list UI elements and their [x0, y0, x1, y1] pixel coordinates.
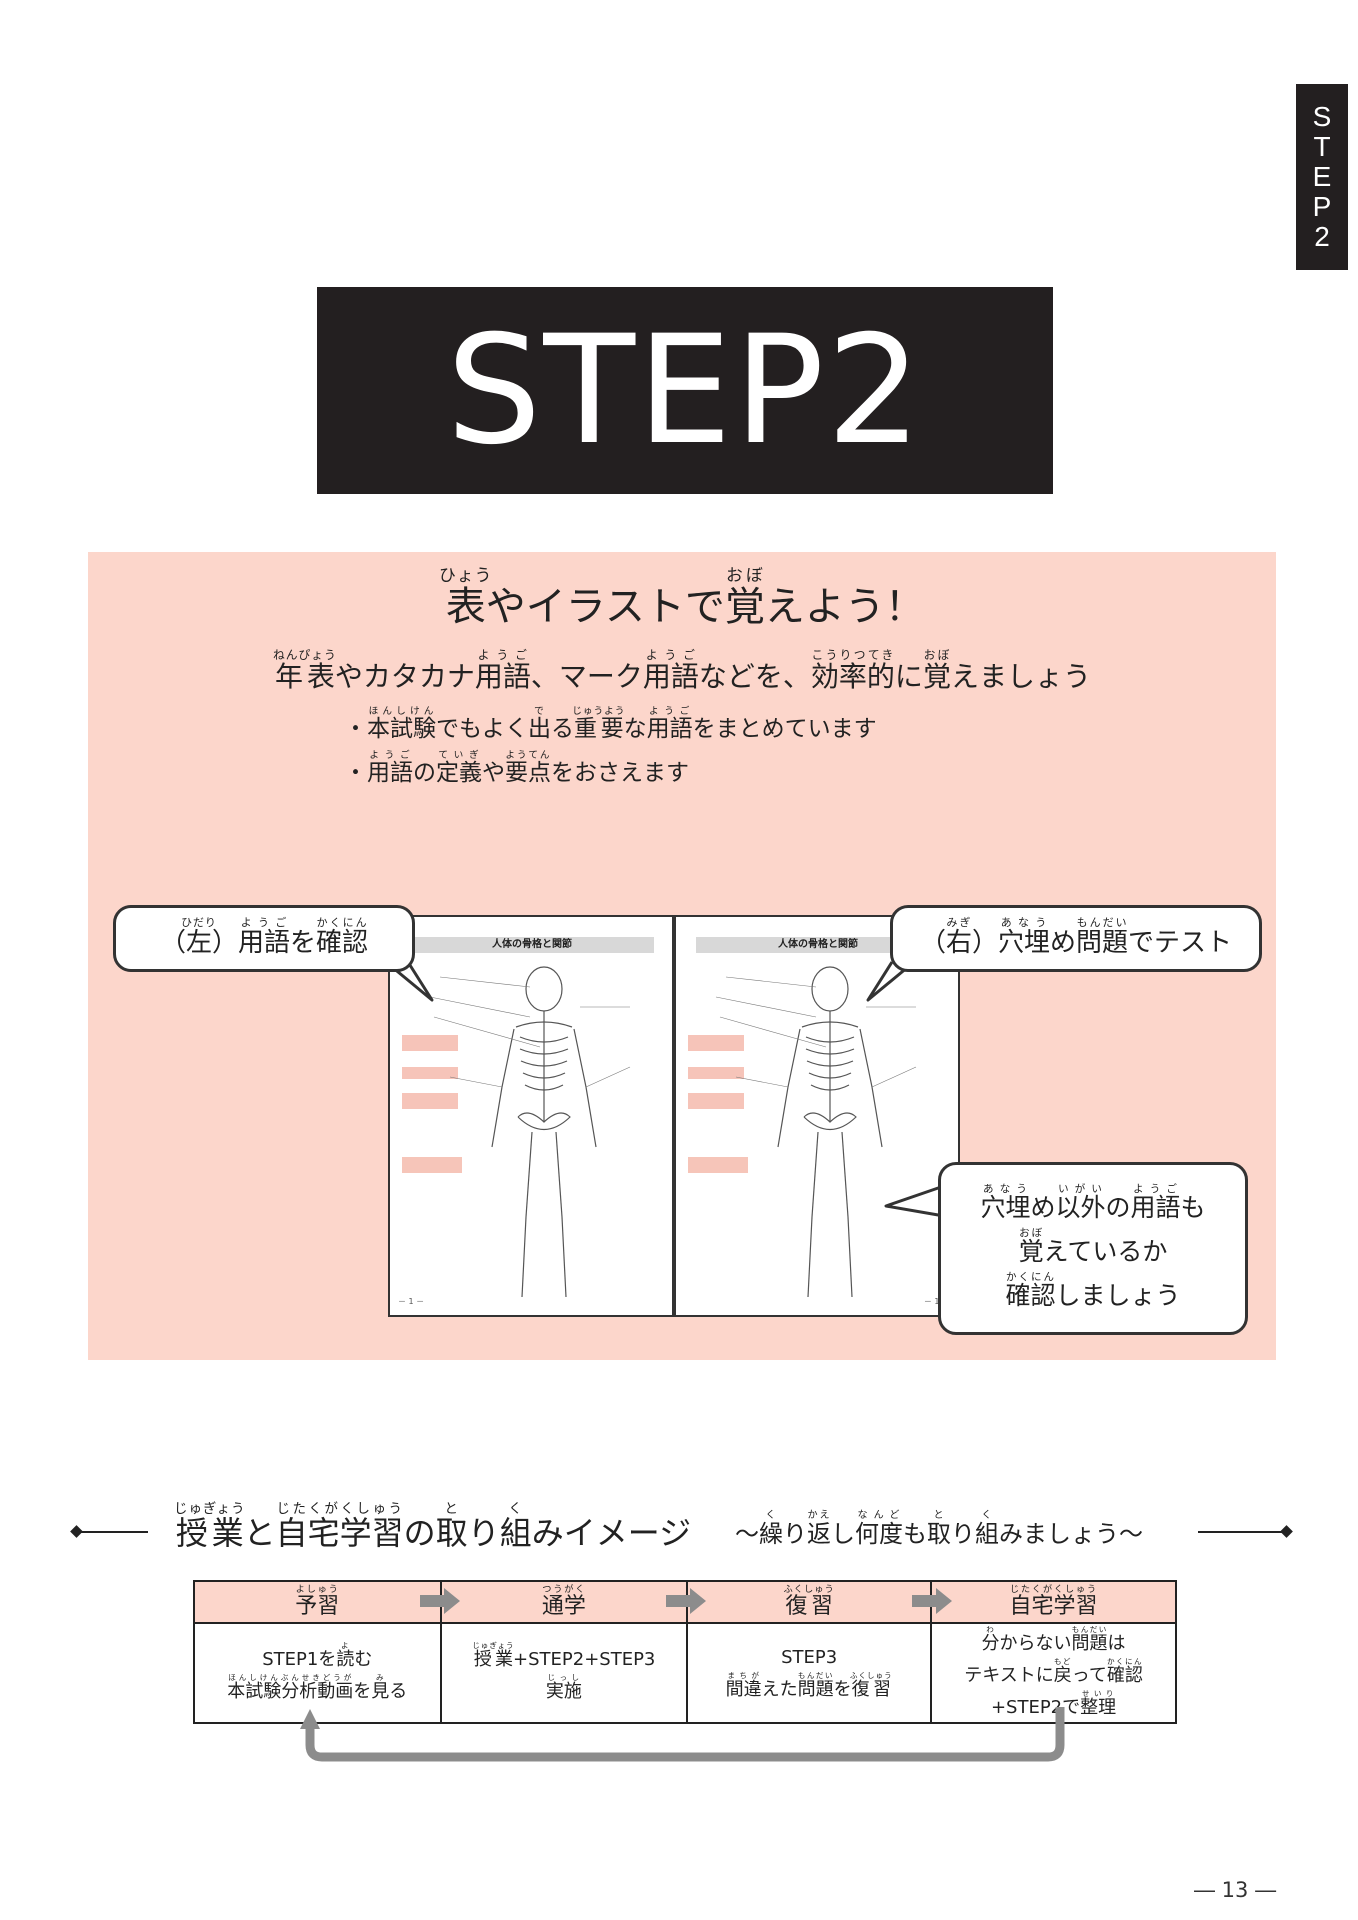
flow-column-head: 自宅学習じたくがくしゅう [930, 1580, 1177, 1624]
list-item: 用語ようごの定義ていぎや要点ようてんをおさえます [344, 750, 877, 794]
flow-cell-class: 授業じゅぎょう+STEP2+STEP3 実施じっし [439, 1622, 689, 1724]
side-tab-letter: S [1312, 101, 1332, 132]
skeleton-illustration [402, 966, 631, 1298]
arrow-right-icon [420, 1588, 460, 1614]
study-flow-table: 予習よしゅう 通学つうがく 復習ふくしゅう 自宅学習じたくがくしゅう STEP1… [193, 1580, 1177, 1724]
intro-headline: 表ひょうやイラストで覚おぼえよう！ [439, 565, 925, 630]
side-tab-letter: T [1313, 131, 1331, 162]
textbook-page-title: 人体の骨格と関節 [696, 937, 940, 953]
flow-column-head: 復習ふくしゅう [686, 1580, 933, 1624]
intro-subheadline: 年表ねんぴょうやカタカナ用語ようご、マーク用語ようごなどを、効率的こうりつてきに… [273, 648, 1091, 693]
callout-other-terms: 穴埋あなうめ以外いがいの用語ようごも 覚おぼえているか 確認かくにんしましょう [938, 1162, 1248, 1335]
textbook-page-number: － 1 － [923, 1297, 950, 1306]
textbook-page-number: － 1 － [398, 1297, 425, 1306]
heading-rule [78, 1531, 148, 1533]
side-tab-letter: P [1312, 191, 1332, 222]
flow-cell-preview: STEP1を読よむ 本試験分析動画ほんしけんぶんせきどうがを見みる [193, 1622, 442, 1724]
side-tab-letter: E [1312, 161, 1332, 192]
textbook-page-title: 人体の骨格と関節 [410, 937, 654, 953]
side-tab-letter: 2 [1314, 221, 1330, 252]
table-row: 予習よしゅう 通学つうがく 復習ふくしゅう 自宅学習じたくがくしゅう [193, 1580, 1177, 1624]
step-banner-title: STEP2 [446, 303, 924, 478]
page-number: ― 13 ― [1194, 1878, 1277, 1902]
callout-tail-right [866, 960, 915, 1002]
arrow-right-icon [912, 1588, 952, 1614]
skeleton-illustration [688, 966, 917, 1298]
list-item: 本試験ほんしけんでもよく出でる重要じゅうような用語ようごをまとめています [344, 706, 877, 750]
callout-fill-in-test: （右みぎ）穴埋あなうめ問題もんだいでテスト [890, 905, 1262, 972]
flow-cell-review: STEP3 間違まちがえた問題もんだいを復習ふくしゅう [686, 1622, 933, 1724]
heading-rule [1198, 1531, 1282, 1533]
loop-back-arrow-icon [300, 1707, 1065, 1762]
flow-subheading: ～繰くり返かえし何度なんども取とり組くみましょう～ [735, 1510, 1143, 1548]
textbook-page-right: 人体の骨格と関節 － 1 － [674, 915, 960, 1317]
flow-cell-home-study: 分わからない問題もんだいは テキストに戻もどって確認かくにん +STEP2で整理… [930, 1622, 1177, 1724]
intro-bullet-list: 本試験ほんしけんでもよく出でる重要じゅうような用語ようごをまとめています 用語よ… [344, 706, 877, 794]
side-tab-step2: S T E P 2 [1296, 84, 1348, 270]
flow-column-head: 通学つうがく [439, 1580, 689, 1624]
callout-tail-bottom [884, 1184, 945, 1218]
flow-column-head: 予習よしゅう [193, 1580, 442, 1624]
table-row: STEP1を読よむ 本試験分析動画ほんしけんぶんせきどうがを見みる 授業じゅぎょ… [193, 1622, 1177, 1724]
arrow-right-icon [666, 1588, 706, 1614]
callout-check-terms: （左ひだり）用語ようごを確認かくにん [113, 905, 415, 972]
step-banner: STEP2 [317, 287, 1053, 494]
textbook-page-left: 人体の骨格と関節 － 1 － [388, 915, 674, 1317]
flow-heading: 授業じゅぎょうと自宅学習じたくがくしゅうの取とり組くみイメージ [174, 1502, 692, 1552]
heading-ornament [1280, 1525, 1293, 1538]
